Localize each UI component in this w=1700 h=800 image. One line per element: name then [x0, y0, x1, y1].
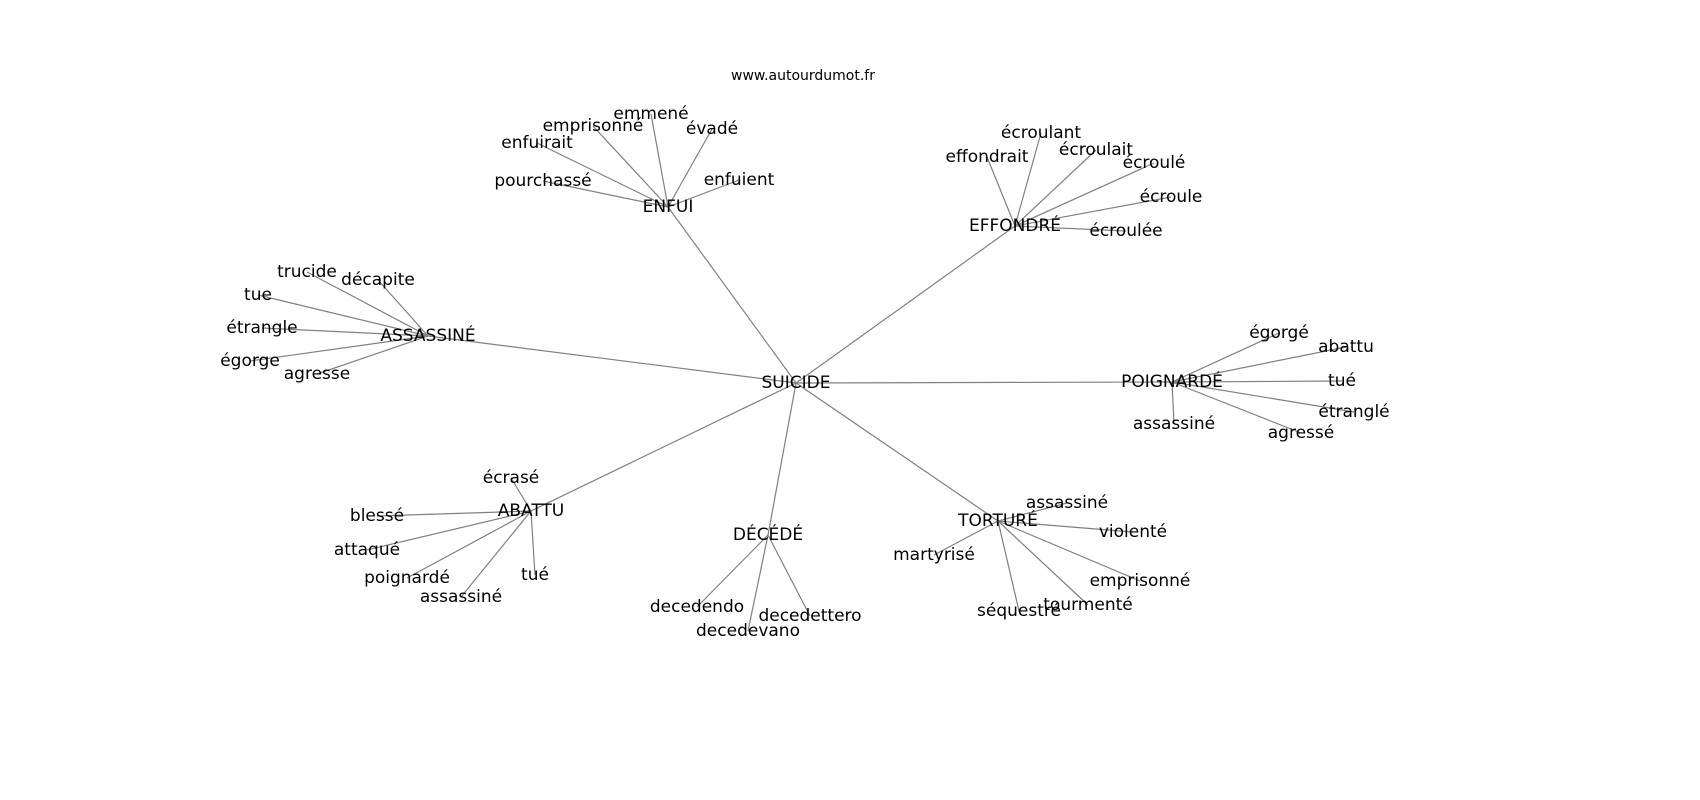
- leaf-node-label: effondrait: [946, 147, 1029, 167]
- group-node-label: TORTURÉ: [957, 509, 1038, 531]
- leaf-node-label: emmené: [613, 104, 688, 124]
- leaf-node-label: écroulée: [1089, 221, 1162, 241]
- leaf-node-label: agresse: [284, 364, 350, 384]
- edge-group-2-leaf-4: [249, 335, 429, 362]
- edge-group-2-leaf-5: [316, 335, 429, 375]
- edge-center-to-6: [795, 382, 999, 522]
- leaf-node-label: écroulé: [1123, 153, 1186, 173]
- edge-group-6-leaf-0: [997, 502, 1068, 522]
- edge-group-4-leaf-5: [530, 510, 536, 576]
- leaf-node-label: décapite: [341, 270, 415, 290]
- edge-group-5-leaf-0: [696, 534, 769, 608]
- edge-group-3-leaf-0: [1171, 332, 1280, 383]
- leaf-node-label: tue: [244, 285, 272, 305]
- edge-group-6-leaf-1: [997, 520, 1134, 533]
- leaf-node-label: enfuient: [704, 170, 775, 190]
- edge-center-to-1: [795, 225, 1016, 384]
- leaf-node-label: pourchassé: [494, 171, 591, 191]
- leaf-node-label: écroulant: [1001, 123, 1082, 143]
- leaf-node-label: assassiné: [1026, 493, 1108, 513]
- edge-center-to-0: [667, 206, 797, 384]
- edge-group-6-leaf-5: [997, 520, 1020, 612]
- leaf-node-label: séquestré: [977, 601, 1061, 621]
- node-labels: ENFUIemmenéemprisonnéenfuiraitpourchassé…: [220, 104, 1389, 641]
- leaf-node-label: évadé: [686, 119, 738, 139]
- edge-group-6-leaf-2: [933, 520, 999, 556]
- edge-group-0-leaf-0: [650, 113, 669, 208]
- group-node-label: ABATTU: [498, 501, 565, 521]
- group-node-label: POIGNARDÉ: [1121, 370, 1223, 392]
- leaf-node-label: decedendo: [650, 597, 744, 617]
- group-node-label: ENFUI: [643, 197, 694, 217]
- leaf-node-label: tué: [521, 565, 549, 585]
- edge-group-5-leaf-1: [747, 534, 769, 632]
- leaf-node-label: agressé: [1268, 423, 1334, 443]
- edge-group-6-leaf-3: [997, 520, 1141, 582]
- center-node-label: SUICIDE: [762, 373, 831, 393]
- leaf-node-label: violenté: [1099, 522, 1167, 542]
- edge-group-4-leaf-2: [366, 510, 532, 551]
- leaf-node-label: poignardé: [364, 568, 450, 588]
- edges: [249, 113, 1355, 632]
- edge-group-4-leaf-0: [510, 477, 532, 512]
- edge-group-3-leaf-2: [1171, 380, 1343, 383]
- leaf-node-label: enfuirait: [501, 133, 573, 153]
- leaf-node-label: étrangle: [226, 318, 297, 338]
- edge-group-2-leaf-3: [261, 327, 429, 337]
- edge-center-to-2: [427, 335, 797, 384]
- edge-group-2-leaf-1: [377, 279, 429, 337]
- leaf-node-label: emprisonné: [1090, 571, 1191, 591]
- leaf-node-label: emprisonné: [543, 116, 644, 136]
- leaf-node-label: trucide: [277, 262, 337, 282]
- leaf-node-label: tué: [1328, 371, 1356, 391]
- leaf-node-label: martyrisé: [893, 545, 975, 565]
- leaf-node-label: decedettero: [758, 606, 861, 626]
- group-node-label: DÉCÉDÉ: [733, 523, 803, 545]
- edge-group-0-leaf-4: [667, 128, 713, 208]
- group-node-label: ASSASSINÉ: [380, 324, 475, 346]
- leaf-node-label: assassiné: [420, 587, 502, 607]
- edge-group-6-leaf-4: [997, 520, 1089, 606]
- edge-center-to-5: [767, 382, 797, 536]
- edge-group-3-leaf-4: [1171, 381, 1302, 434]
- leaf-node-label: égorge: [220, 351, 280, 371]
- leaf-node-label: écroule: [1140, 187, 1203, 207]
- edge-group-4-leaf-1: [376, 510, 532, 517]
- edge-group-1-leaf-5: [1014, 225, 1127, 232]
- edge-group-1-leaf-2: [1014, 149, 1097, 227]
- leaf-node-label: blessé: [350, 506, 404, 526]
- leaf-node-label: égorgé: [1249, 323, 1309, 343]
- edge-group-3-leaf-5: [1171, 381, 1175, 425]
- leaf-node-label: étranglé: [1318, 402, 1389, 422]
- leaf-node-label: assassiné: [1133, 414, 1215, 434]
- group-node-label: EFFONDRÉ: [969, 214, 1061, 236]
- site-title: www.autourdumot.fr: [731, 68, 875, 84]
- edge-group-4-leaf-3: [406, 510, 532, 579]
- edge-group-2-leaf-2: [257, 294, 429, 337]
- edge-group-5-leaf-2: [767, 534, 811, 617]
- leaf-node-label: écroulait: [1059, 140, 1133, 160]
- leaf-node-label: decedevano: [696, 621, 800, 641]
- edge-group-4-leaf-4: [460, 510, 532, 598]
- edge-center-to-3: [795, 381, 1173, 384]
- edge-group-1-leaf-4: [1014, 196, 1172, 227]
- edge-group-0-leaf-2: [536, 142, 669, 208]
- leaf-node-label: écrasé: [483, 468, 540, 488]
- edge-group-3-leaf-1: [1171, 346, 1347, 383]
- edge-center-to-4: [530, 382, 797, 512]
- edge-group-3-leaf-3: [1171, 381, 1355, 413]
- edge-group-1-leaf-3: [1014, 162, 1155, 227]
- leaf-node-label: abattu: [1318, 337, 1374, 357]
- edge-group-0-leaf-3: [542, 180, 669, 208]
- leaf-node-label: tourmenté: [1043, 595, 1132, 615]
- edge-group-1-leaf-1: [1014, 132, 1042, 227]
- leaf-node-label: attaqué: [334, 540, 400, 560]
- edge-group-0-leaf-5: [667, 179, 740, 208]
- edge-group-1-leaf-0: [986, 156, 1016, 227]
- edge-group-0-leaf-1: [592, 125, 669, 208]
- edge-group-2-leaf-0: [306, 271, 429, 337]
